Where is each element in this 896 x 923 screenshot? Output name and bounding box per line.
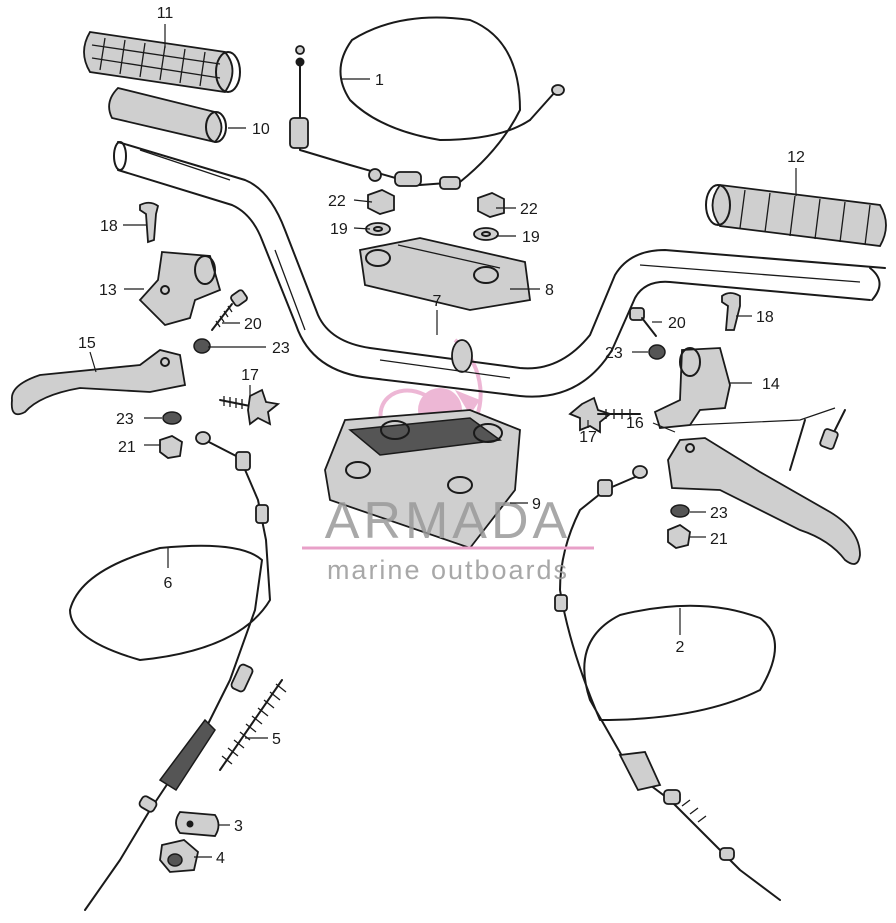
- lever-bracket-right-14: [653, 347, 731, 429]
- callout-17-right: 17: [579, 429, 597, 446]
- callout-2: 2: [676, 639, 685, 656]
- grip-left-11: [83, 31, 241, 93]
- callout-9: 9: [532, 496, 541, 513]
- armada-watermark: ARMADA marine outboards: [302, 492, 594, 585]
- washer-19-right: [473, 227, 499, 241]
- pivot-bolt-right: [689, 407, 846, 471]
- callout-11: 11: [157, 5, 174, 22]
- callout-13: 13: [99, 282, 117, 299]
- screw-20-left: [211, 289, 248, 331]
- brake-cable-2: [554, 465, 781, 901]
- callout-20-right: 20: [668, 315, 686, 332]
- adjuster-17-right: [568, 396, 641, 434]
- callout-23-lower-left: 23: [116, 411, 134, 428]
- washer-23-lower-left: [162, 411, 182, 425]
- handlebar-holder-lower-9: [324, 409, 521, 550]
- callout-10: 10: [252, 121, 270, 138]
- callout-16: 16: [626, 415, 644, 432]
- callout-12: 12: [787, 149, 805, 166]
- callout-22-left: 22: [328, 193, 346, 210]
- throttle-cable-1: [289, 16, 565, 190]
- clutch-lever-left-15: [10, 349, 187, 416]
- callout-17-left: 17: [241, 367, 259, 384]
- callout-4: 4: [216, 850, 225, 867]
- handlebar-7: [113, 141, 886, 398]
- callout-7: 7: [433, 293, 442, 310]
- handlebar-holder-upper-8: [358, 237, 532, 311]
- nut-21-left: [159, 435, 183, 459]
- bolt-18-left: [139, 201, 160, 244]
- callout-6: 6: [164, 575, 173, 592]
- callout-22-right: 22: [520, 201, 538, 218]
- callout-18-right: 18: [756, 309, 774, 326]
- callout-21-left: 21: [118, 439, 136, 456]
- nut-22-left: [367, 189, 395, 215]
- adjuster-sleeve-3: [175, 811, 220, 837]
- callout-18-left: 18: [100, 218, 118, 235]
- brake-lever-right-16: [667, 437, 861, 565]
- adjuster-nut-4: [159, 839, 199, 873]
- callout-1: 1: [375, 72, 384, 89]
- adjuster-17-left: [219, 388, 281, 426]
- grip-right-12: [705, 184, 887, 247]
- callout-5: 5: [272, 731, 281, 748]
- clutch-cable-6: [69, 431, 271, 911]
- spring-5: [219, 679, 287, 771]
- washer-23-upper-left: [193, 338, 211, 354]
- callout-23-lower-right: 23: [710, 505, 728, 522]
- nut-21-right: [667, 523, 691, 549]
- callout-14: 14: [762, 376, 780, 393]
- nut-22-right: [477, 192, 505, 218]
- callout-19-right: 19: [522, 229, 540, 246]
- throttle-tube-10: [108, 87, 227, 143]
- callout-3: 3: [234, 818, 243, 835]
- callout-19-left: 19: [330, 221, 348, 238]
- bolt-18-right: [721, 292, 741, 331]
- callout-21-right: 21: [710, 531, 728, 548]
- lever-bracket-left-13: [138, 251, 222, 327]
- callout-23-upper-left: 23: [272, 340, 290, 357]
- callout-15: 15: [78, 335, 96, 352]
- washer-23-lower-right: [670, 504, 690, 518]
- watermark-tagline: marine outboards: [327, 555, 569, 585]
- callout-23-upper-right: 23: [605, 345, 623, 362]
- screw-20-right: [629, 307, 657, 337]
- leader-lines: [89, 24, 797, 858]
- callout-8: 8: [545, 282, 554, 299]
- callout-20-left: 20: [244, 316, 262, 333]
- callout-labels: 11 10 1 12 22 19 22 19 8 7 18 13 20 23 1…: [78, 5, 805, 867]
- watermark-brand: ARMADA: [325, 492, 571, 550]
- washer-23-upper-right: [648, 344, 666, 360]
